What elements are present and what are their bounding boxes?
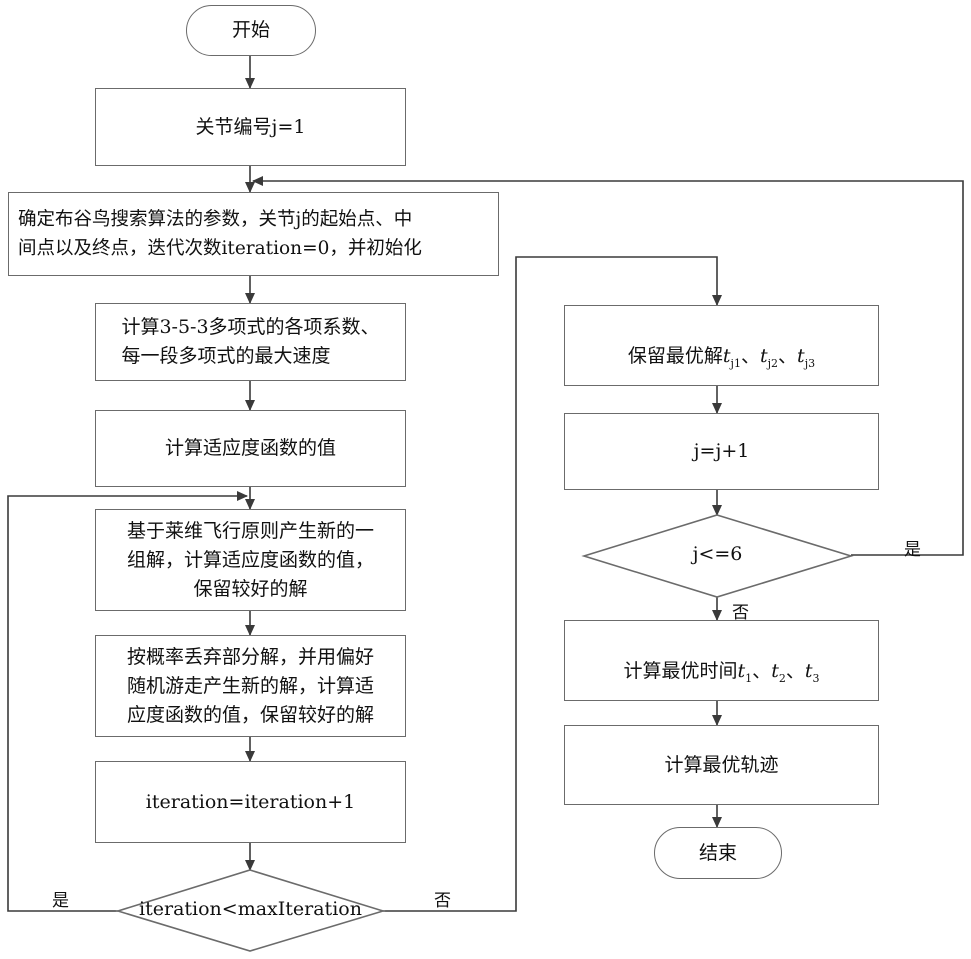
keep-best-prefix: 保留最优解	[628, 345, 723, 367]
joint-init-box: 关节编号j=1	[95, 88, 406, 166]
start-label: 开始	[232, 16, 270, 45]
joint-check-label: j<=6	[584, 543, 851, 565]
keep-best-box: 保留最优解tj1、tj2、tj3	[564, 305, 879, 386]
iter-yes-label: 是	[52, 886, 69, 911]
joint-no-label: 否	[732, 598, 749, 623]
start-terminal: 开始	[186, 5, 316, 56]
iteration-inc-label: iteration=iteration+1	[146, 788, 355, 817]
var-t2: t2	[771, 660, 786, 682]
iter-no-label: 否	[434, 886, 451, 911]
iteration-inc-box: iteration=iteration+1	[95, 761, 406, 843]
calc-opt-time-text: 计算最优时间t1、t2、t3	[624, 628, 820, 693]
calc-opt-time-prefix: 计算最优时间	[624, 660, 738, 682]
var-t-j3: tj3	[797, 345, 815, 367]
set-params-label: 确定布谷鸟搜索算法的参数，关节j的起始点、中 间点以及终点，迭代次数iterat…	[18, 205, 422, 263]
iteration-check-label: iteration<maxIteration	[118, 898, 383, 920]
var-t3: t3	[805, 660, 820, 682]
calc-opt-traj-label: 计算最优轨迹	[664, 751, 778, 780]
calc-opt-time-box: 计算最优时间t1、t2、t3	[564, 620, 879, 701]
levy-flight-label: 基于莱维飞行原则产生新的一 组解，计算适应度函数的值， 保留较好的解	[127, 517, 374, 604]
joint-inc-label: j=j+1	[694, 437, 750, 466]
var-t1: t1	[738, 660, 753, 682]
calc-coeff-box: 计算3-5-3多项式的各项系数、 每一段多项式的最大速度	[95, 303, 406, 381]
calc-opt-traj-box: 计算最优轨迹	[564, 725, 879, 805]
end-label: 结束	[699, 839, 737, 868]
var-t-j2: tj2	[760, 345, 778, 367]
joint-inc-box: j=j+1	[564, 413, 879, 490]
joint-init-label: 关节编号j=1	[196, 113, 306, 142]
end-terminal: 结束	[654, 827, 782, 879]
calc-coeff-label: 计算3-5-3多项式的各项系数、 每一段多项式的最大速度	[121, 313, 379, 371]
calc-fitness-box: 计算适应度函数的值	[95, 410, 406, 487]
var-t-j1: tj1	[723, 345, 741, 367]
joint-yes-label: 是	[904, 535, 921, 560]
keep-best-text: 保留最优解tj1、tj2、tj3	[628, 313, 815, 378]
discard-box: 按概率丢弃部分解，并用偏好 随机游走产生新的解，计算适 应度函数的值，保留较好的…	[95, 635, 406, 737]
set-params-box: 确定布谷鸟搜索算法的参数，关节j的起始点、中 间点以及终点，迭代次数iterat…	[8, 192, 499, 276]
discard-label: 按概率丢弃部分解，并用偏好 随机游走产生新的解，计算适 应度函数的值，保留较好的…	[127, 643, 374, 730]
calc-fitness-label: 计算适应度函数的值	[165, 434, 336, 463]
levy-flight-box: 基于莱维飞行原则产生新的一 组解，计算适应度函数的值， 保留较好的解	[95, 509, 406, 611]
